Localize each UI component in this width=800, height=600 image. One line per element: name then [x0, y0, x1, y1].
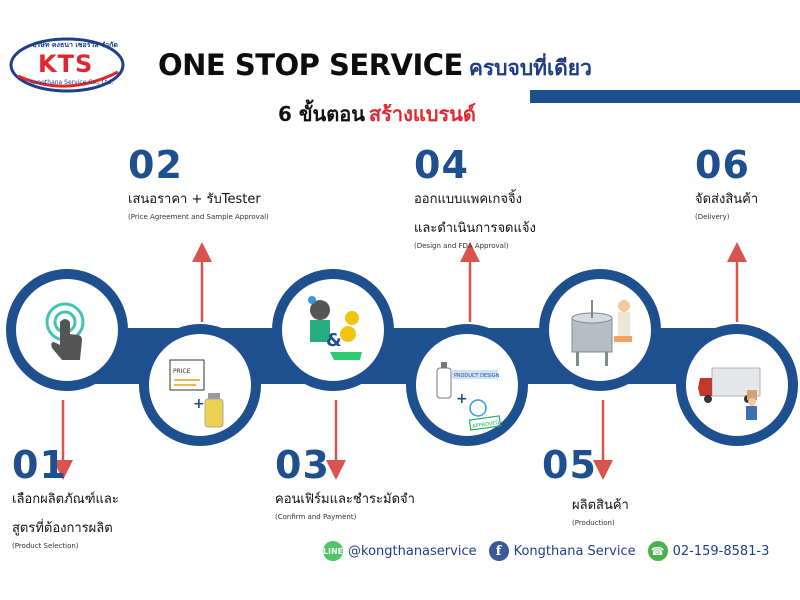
phone-icon: ☎: [647, 541, 668, 561]
product-design-label: PRODUCT DESIGN: [454, 373, 500, 379]
step-01-thai-line1: เลือกผลิตภัณฑ์และ: [12, 492, 119, 507]
contact-footer: LINE @kongthanaservice f Kongthana Servi…: [323, 540, 781, 562]
step-04: 04 ออกแบบแพคเกจจิ้ง และดำเนินการจดแจ้ง (…: [414, 146, 536, 250]
step-03-english: (Confirm and Payment): [275, 513, 357, 521]
step-02-thai-line1: เสนอราคา + รับTester: [128, 192, 261, 207]
step-03-number: 03: [275, 443, 330, 487]
step-06-english: (Delivery): [695, 213, 730, 221]
step-04-number: 04: [414, 143, 469, 187]
production-tank-icon: [571, 300, 632, 366]
facebook-contact[interactable]: f Kongthana Service: [488, 541, 636, 561]
approved-stamp-label: APPROVED: [472, 420, 500, 430]
step-01-english: (Product Selection): [12, 542, 79, 550]
step-05-english: (Production): [572, 519, 615, 527]
circle-step-04: [406, 324, 528, 446]
step-06-number: 06: [695, 143, 750, 187]
logo-english-name: Kongthana Service Co., Ltd.: [30, 79, 114, 86]
svg-text:+: +: [193, 396, 205, 412]
phone-contact[interactable]: ☎ 02-159-8581-3: [647, 541, 770, 561]
facebook-icon: f: [488, 541, 509, 561]
svg-text:+: +: [456, 391, 468, 407]
phone-number: 02-159-8581-3: [672, 543, 770, 559]
step-02-number: 02: [128, 143, 183, 187]
payment-confirm-icon: &: [308, 296, 362, 360]
subtitle-steps: 6 ขั้นตอน: [278, 102, 365, 126]
line-icon: LINE: [323, 541, 343, 561]
circle-step-03: [272, 269, 394, 391]
subtitle-brand: สร้างแบรนด์: [368, 102, 476, 126]
title-accent-bar: [530, 90, 800, 103]
step-02: 02 เสนอราคา + รับTester (Price Agreement…: [128, 146, 269, 221]
step-01: 01 เลือกผลิตภัณฑ์และ สูตรที่ต้องการผลิต …: [12, 446, 119, 550]
svg-text:&: &: [326, 330, 342, 351]
step-06: 06 จัดส่งสินค้า (Delivery): [695, 146, 758, 221]
title-thai: ครบจบที่เดียว: [468, 56, 592, 80]
step-01-thai-line2: สูตรที่ต้องการผลิต: [12, 521, 113, 536]
step-05-number: 05: [542, 443, 597, 487]
price-sample-icon: PRICE +: [169, 359, 224, 428]
line-contact[interactable]: LINE @kongthanaservice: [323, 541, 477, 561]
step-01-number: 01: [12, 443, 67, 487]
delivery-truck-icon: [698, 367, 761, 420]
logo-kts: KTS: [38, 50, 94, 78]
step-04-thai-line2: และดำเนินการจดแจ้ง: [414, 221, 536, 236]
step-04-thai-line1: ออกแบบแพคเกจจิ้ง: [414, 192, 522, 207]
touch-hand-icon: [45, 302, 85, 360]
price-tag-label: PRICE: [173, 368, 191, 375]
step-04-english: (Design and FDA Approval): [414, 242, 509, 250]
company-logo: บริษัท คงธนา เซอร์วิส จำกัด KTS Kongthan…: [8, 36, 126, 94]
step-02-english: (Price Agreement and Sample Approval): [128, 213, 269, 221]
logo-thai-name: บริษัท คงธนา เซอร์วิส จำกัด: [32, 41, 118, 49]
page-subtitle: 6 ขั้นตอนสร้างแบรนด์: [278, 98, 476, 130]
step-06-thai-line1: จัดส่งสินค้า: [695, 192, 759, 207]
line-handle: @kongthanaservice: [348, 543, 477, 559]
step-03: 03 คอนเฟิร์มและชำระมัดจำ (Confirm and Pa…: [275, 446, 415, 521]
step-05-thai-line1: ผลิตสินค้า: [572, 498, 629, 513]
step-03-thai-line1: คอนเฟิร์มและชำระมัดจำ: [275, 492, 415, 507]
facebook-name: Kongthana Service: [513, 543, 636, 559]
title-main: ONE STOP SERVICE: [158, 48, 463, 82]
design-approval-icon: PRODUCT DESIGN + APPROVED: [436, 362, 502, 431]
step-05: 05 ผลิตสินค้า (Production): [542, 446, 629, 527]
logo-ring-icon: [9, 37, 125, 93]
